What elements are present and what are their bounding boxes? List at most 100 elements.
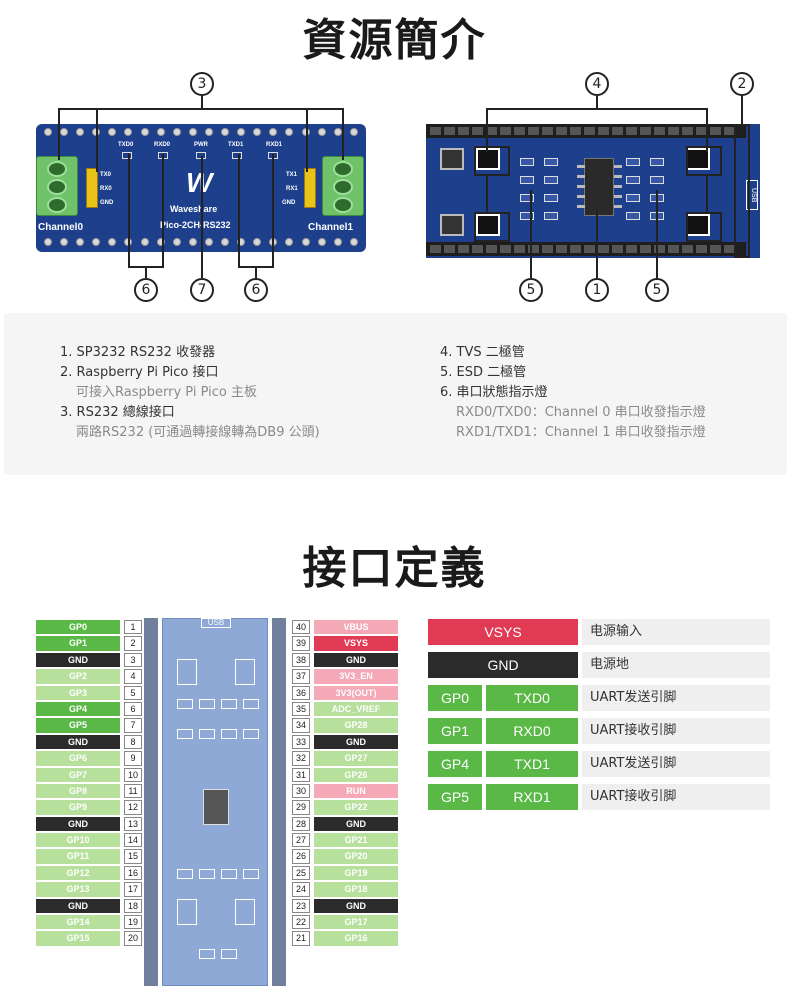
pin-label: 3V3_EN xyxy=(314,669,398,684)
pin-label: GP13 xyxy=(36,882,120,897)
pin-number: 4 xyxy=(124,669,142,684)
callout-4: 4 xyxy=(585,72,609,96)
pin-table-gp5-desc: UART接收引脚 xyxy=(582,784,770,810)
pin-number: 35 xyxy=(292,701,310,717)
pin-number: 5 xyxy=(124,685,142,700)
pin-number: 31 xyxy=(292,767,310,782)
pin-table-txd0: TXD0 xyxy=(486,685,578,711)
pin-number: 30 xyxy=(292,783,310,799)
pin-number: 38 xyxy=(292,652,310,668)
pin-label: GP2 xyxy=(36,669,120,684)
front-board-image: TX0 RX0 GND TX1 RX1 GND TXD0 RXD0 PWR TX… xyxy=(36,124,366,252)
desc-item-6-sub1: RXD0/TXD0：Channel 0 串口收發指示燈 xyxy=(456,405,706,420)
pin-number: 36 xyxy=(292,685,310,700)
pin-label: GP11 xyxy=(36,849,120,864)
yellow-connector-right xyxy=(304,168,316,208)
led-txd0 xyxy=(122,152,132,159)
pin-number: 25 xyxy=(292,865,310,881)
pin-number: 22 xyxy=(292,915,310,930)
description-left-column: 1. SP3232 RS232 收發器 2. Raspberry Pi Pico… xyxy=(60,343,320,443)
pin-row: GP11 15 xyxy=(36,849,142,864)
pin-label: GP9 xyxy=(36,800,120,815)
interface-title: 接口定義 xyxy=(302,543,487,594)
pin-row: 31 GP26 xyxy=(292,767,398,782)
pin-number: 11 xyxy=(124,783,142,799)
led-txd1 xyxy=(232,152,242,159)
desc-item-5: 5. ESD 二極管 xyxy=(440,365,527,380)
pin-number: 3 xyxy=(124,652,142,668)
pin-label: GP7 xyxy=(36,767,120,782)
pin-number: 6 xyxy=(124,701,142,717)
callout-5-right: 5 xyxy=(645,278,669,302)
pin-number: 13 xyxy=(124,816,142,832)
pin-number: 33 xyxy=(292,734,310,750)
pin-label: 3V3(OUT) xyxy=(314,685,398,700)
callout-3: 3 xyxy=(190,72,214,96)
pin-label: GP5 xyxy=(36,718,120,733)
top-pad-row xyxy=(44,128,358,138)
pin-label: GND xyxy=(314,652,398,668)
pin-label: GP17 xyxy=(314,915,398,930)
pin-table-vsys-desc: 电源输入 xyxy=(582,619,770,645)
pin-table-row-gp5: GP5 RXD1 UART接收引脚 xyxy=(428,784,770,810)
pin-table-gp4-desc: UART发送引脚 xyxy=(582,751,770,777)
silk-txd1: TXD1 xyxy=(228,142,244,148)
pin-label: GND xyxy=(36,734,120,750)
pico-board-image: USB xyxy=(162,618,268,986)
rs232-terminal-channel1 xyxy=(322,156,364,216)
pin-label: GND xyxy=(314,734,398,750)
pin-label: GP26 xyxy=(314,767,398,782)
pin-number: 15 xyxy=(124,849,142,864)
pin-label: GP3 xyxy=(36,685,120,700)
pin-label: GND xyxy=(36,898,120,914)
resources-title: 資源簡介 xyxy=(302,15,487,66)
pin-number: 37 xyxy=(292,669,310,684)
silk-gnd-left: GND xyxy=(100,200,114,206)
pin-table-gp5: GP5 xyxy=(428,784,482,810)
pin-table-gp4: GP4 xyxy=(428,751,482,777)
callout-7: 7 xyxy=(190,278,214,302)
pin-table-row-gp0: GP0 TXD0 UART发送引脚 xyxy=(428,685,770,711)
pin-label: GND xyxy=(314,898,398,914)
callout-6-right: 6 xyxy=(244,278,268,302)
desc-item-6: 6. 串口狀態指示燈 xyxy=(440,385,548,400)
silk-rxd1: RXD1 xyxy=(266,142,283,148)
pin-label: GP22 xyxy=(314,800,398,815)
pin-table-rxd0: RXD0 xyxy=(486,718,578,744)
pin-number: 23 xyxy=(292,898,310,914)
pin-table-vsys-label: VSYS xyxy=(428,619,578,645)
pin-label: GND xyxy=(36,652,120,668)
callout-1: 1 xyxy=(585,278,609,302)
pin-number: 1 xyxy=(124,620,142,635)
model-label: Pico-2CH-RS232 xyxy=(160,220,231,230)
pin-number: 17 xyxy=(124,882,142,897)
pin-table-row-gnd: GND 电源地 xyxy=(428,652,770,678)
brand-label: Waveshare xyxy=(170,204,218,214)
silk-gnd-right: GND xyxy=(282,200,296,206)
pin-row: 37 3V3_EN xyxy=(292,669,398,684)
sp3232-chip xyxy=(577,158,622,216)
rs232-terminal-channel0 xyxy=(36,156,78,216)
silk-rx1: RX1 xyxy=(286,186,298,192)
silk-tx0: TX0 xyxy=(100,172,112,178)
desc-item-3-sub: 兩路RS232 (可通過轉接線轉為DB9 公頭) xyxy=(76,425,320,440)
